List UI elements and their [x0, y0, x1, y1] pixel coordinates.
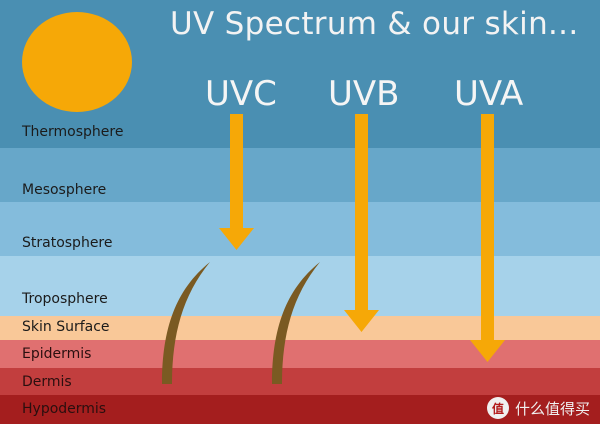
layer-label-stratosphere: Stratosphere: [22, 235, 113, 251]
watermark-logo-icon: 值: [486, 397, 509, 419]
diagram-title: UV Spectrum & our skin...: [170, 6, 579, 42]
uva-arrow-icon: [470, 114, 505, 362]
band-stratosphere: [0, 202, 600, 256]
watermark: 值 什么值得买: [486, 397, 590, 419]
sun-icon: [22, 12, 132, 112]
layer-label-hypodermis: Hypodermis: [22, 401, 107, 417]
uvb-label: UVB: [328, 74, 400, 114]
layer-label-mesosphere: Mesosphere: [22, 182, 107, 198]
hair-icon: [272, 262, 320, 384]
layer-label-troposphere: Troposphere: [22, 291, 108, 307]
band-dermis: [0, 368, 600, 395]
band-mesosphere: [0, 148, 600, 202]
uvc-arrow-icon: [219, 114, 254, 250]
layer-label-dermis: Dermis: [22, 374, 72, 390]
uva-label: UVA: [454, 74, 524, 114]
uvb-arrow-icon: [344, 114, 379, 332]
band-skin-surface: [0, 316, 600, 340]
layer-label-skin-surface: Skin Surface: [22, 319, 110, 335]
layer-label-epidermis: Epidermis: [22, 346, 92, 362]
hair-icon: [162, 262, 210, 384]
watermark-text: 什么值得买: [514, 399, 590, 418]
uvc-label: UVC: [205, 74, 277, 114]
layer-label-thermosphere: Thermosphere: [22, 124, 124, 140]
